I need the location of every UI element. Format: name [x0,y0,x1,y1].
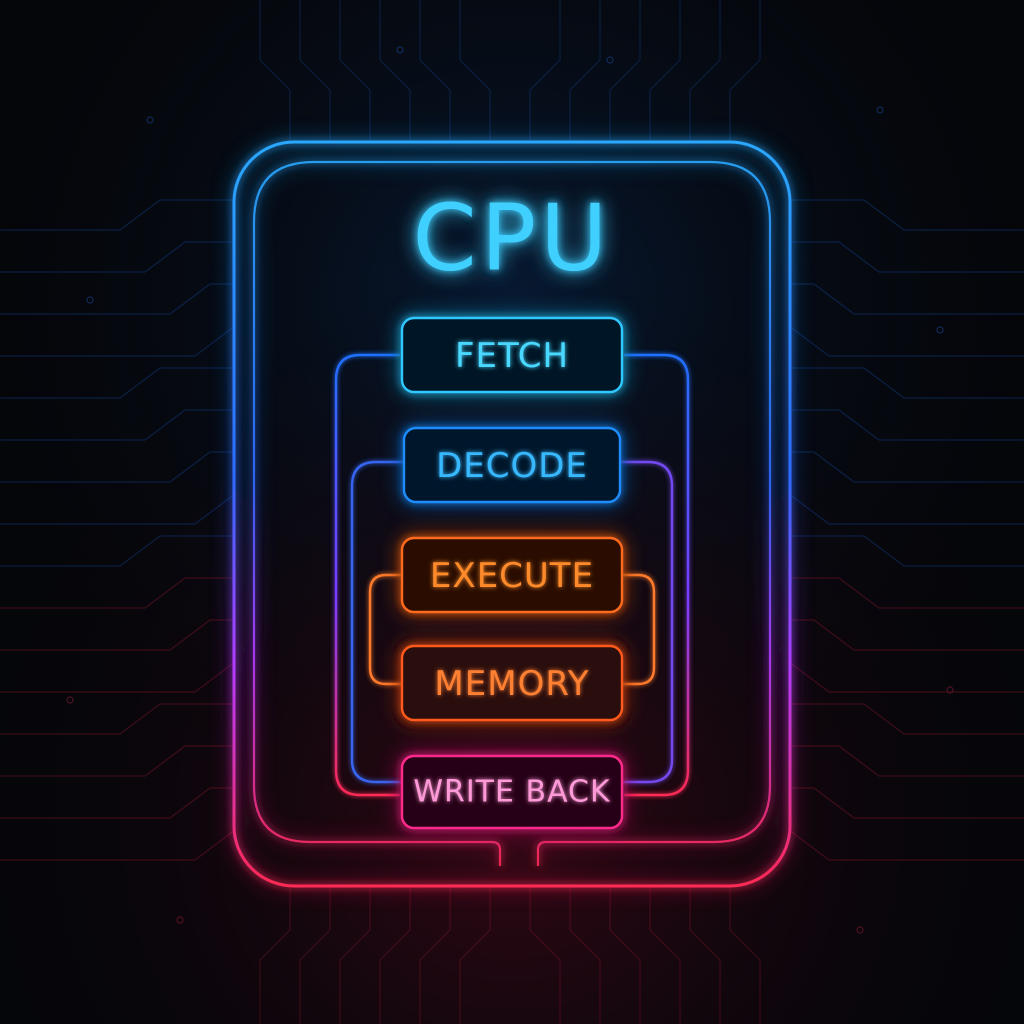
stage-execute: EXECUTE [400,536,624,614]
circuit-trace [419,885,451,1024]
stage-fetch: FETCH [400,316,624,394]
stage-box [400,536,624,614]
stage-box [400,754,624,830]
circuit-trace [729,885,761,1024]
stage-box [400,644,624,722]
circuit-trace [259,0,291,143]
circuit-trace [789,451,1024,483]
circuit-trace [0,703,235,735]
circuit-trace [379,885,411,1024]
circuit-trace [339,885,371,1024]
circuit-trace [0,535,235,567]
stage-label: EXECUTE [430,556,594,596]
stage-box [402,426,622,504]
circuit-trace [609,0,641,143]
circuit-pad [86,296,94,304]
circuit-trace [0,367,235,399]
circuit-trace [789,409,1024,441]
pipeline-connectors [334,353,690,797]
circuit-pad [606,56,614,64]
circuit-pad [936,326,944,334]
circuit-trace [729,0,761,143]
circuit-trace [0,451,235,483]
circuit-trace [0,241,235,273]
circuit-pad [396,46,404,54]
circuit-trace [789,745,1024,777]
circuit-pad [876,106,884,114]
stage-decode: DECODE [402,426,622,504]
circuit-pad [176,916,184,924]
circuit-trace [609,885,641,1024]
circuit-trace [789,367,1024,399]
circuit-trace [0,577,235,609]
circuit-trace [459,0,491,143]
stage-label: FETCH [455,336,569,376]
circuit-trace [0,619,235,651]
circuit-trace [379,0,411,143]
circuit-trace [789,703,1024,735]
circuit-pad [856,926,864,934]
circuit-trace [529,885,561,1024]
cpu-frame [232,140,792,888]
circuit-trace [649,885,681,1024]
circuit-trace [789,787,1024,819]
stage-box [400,316,624,394]
cpu-title: CPU [412,185,611,292]
circuit-pad [946,686,954,694]
stage-label: MEMORY [434,664,589,704]
circuit-trace [789,241,1024,273]
circuit-trace [789,577,1024,609]
circuit-trace [0,787,235,819]
circuit-trace [789,535,1024,567]
circuit-trace [339,0,371,143]
circuit-trace [419,0,451,143]
circuit-trace [689,885,721,1024]
circuit-trace [0,283,235,315]
circuit-trace [0,409,235,441]
circuit-trace [459,885,491,1024]
stage-memory: MEMORY [400,644,624,722]
circuit-trace [569,885,601,1024]
circuit-trace [789,619,1024,651]
stage-label: WRITE BACK [413,775,611,810]
circuit-trace [649,0,681,143]
stage-write-back: WRITE BACK [400,754,624,830]
circuit-trace [569,0,601,143]
circuit-trace [299,885,331,1024]
circuit-pad [66,696,74,704]
circuit-trace [0,745,235,777]
circuit-trace [789,283,1024,315]
circuit-pad [146,116,154,124]
circuit-trace [299,0,331,143]
stage-label: DECODE [436,446,588,486]
circuit-trace [0,199,235,231]
circuit-trace [789,199,1024,231]
circuit-trace [529,0,561,143]
circuit-trace [259,885,291,1024]
circuit-trace [689,0,721,143]
